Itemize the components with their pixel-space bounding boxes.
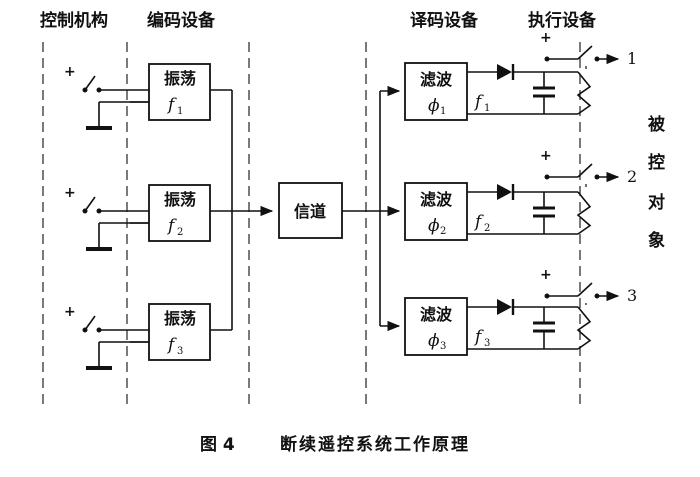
control-switch-2: + <box>64 185 149 251</box>
diode-icon <box>497 64 512 80</box>
header-control-mechanism: 控制机构 <box>40 10 108 31</box>
switch-blade <box>84 196 96 212</box>
executor-switch-1: +1 <box>540 30 637 70</box>
control-switch-3: + <box>64 304 149 370</box>
oscillator-label: 振荡 <box>164 69 196 88</box>
diode-icon <box>497 184 512 200</box>
oscillator-box <box>148 303 211 361</box>
section-dividers <box>42 42 581 410</box>
oscillator-frequency-subscript: 1 <box>177 106 183 117</box>
channel-box <box>278 182 343 239</box>
channel-label: 信道 <box>294 202 326 221</box>
header-decoder: 译码设备 <box>410 10 479 31</box>
controlled-object-char-4: 象 <box>648 230 665 251</box>
output-number: 2 <box>627 167 637 186</box>
output-frequency: f <box>473 92 484 112</box>
figure-title: 断续遥控系统工作原理 <box>280 434 470 455</box>
filter-phi: ϕ <box>428 331 440 351</box>
decoder-bus <box>342 85 401 332</box>
filter-phi-subscript: 2 <box>440 226 446 237</box>
switch-blade <box>577 282 593 297</box>
figure-number: 图 4 <box>200 435 235 455</box>
plus-sign: + <box>64 304 76 320</box>
filter-box <box>404 62 468 121</box>
header-executor: 执行设备 <box>528 10 597 31</box>
filter-label: 滤波 <box>420 305 453 324</box>
output-frequency: f <box>473 327 484 347</box>
filter-label: 滤波 <box>420 70 453 89</box>
oscillator-box <box>148 184 211 242</box>
oscillator-label: 振荡 <box>164 190 196 209</box>
switch-blade <box>577 163 593 178</box>
relay-coil-icon <box>576 191 592 235</box>
plus-sign: + <box>64 185 76 201</box>
executor-switch-3: +3 <box>540 267 637 305</box>
controlled-object-char-1: 被 <box>648 114 665 135</box>
plus-sign: + <box>540 30 552 46</box>
plus-sign: + <box>540 148 552 164</box>
controlled-object-char-3: 对 <box>648 192 665 213</box>
oscillator-label: 振荡 <box>164 309 196 328</box>
switch-blade <box>84 315 96 331</box>
output-frequency: f <box>473 212 484 232</box>
output-frequency-subscript: 3 <box>484 338 490 349</box>
oscillator-frequency: f <box>166 95 177 115</box>
plus-sign: + <box>540 267 552 283</box>
control-switch-1: + <box>64 64 149 130</box>
filter-label: 滤波 <box>420 190 453 209</box>
header-encoder: 编码设备 <box>147 10 216 31</box>
output-frequency-subscript: 1 <box>484 103 490 114</box>
diode-icon <box>497 299 512 315</box>
filter-box <box>404 297 468 356</box>
filter-phi: ϕ <box>428 96 440 116</box>
oscillator-frequency: f <box>166 216 177 236</box>
output-number: 1 <box>627 49 637 68</box>
oscillator-frequency-subscript: 2 <box>177 227 183 238</box>
oscillator-frequency: f <box>166 335 177 355</box>
relay-coil-icon <box>576 71 592 115</box>
output-number: 3 <box>627 286 637 305</box>
oscillator-box <box>148 63 211 121</box>
relay-coil-icon <box>576 306 592 350</box>
controlled-object-char-2: 控 <box>648 152 665 173</box>
output-frequency-subscript: 2 <box>484 223 490 234</box>
filter-phi-subscript: 1 <box>440 106 446 117</box>
switch-blade <box>84 75 96 91</box>
filter-box <box>404 182 468 241</box>
switch-blade <box>577 45 593 60</box>
executor-switch-2: +2 <box>540 148 637 190</box>
filter-phi-subscript: 3 <box>440 341 446 352</box>
plus-sign: + <box>64 64 76 80</box>
encoder-bus <box>210 89 274 331</box>
oscillator-frequency-subscript: 3 <box>177 346 183 357</box>
filter-phi: ϕ <box>428 216 440 236</box>
